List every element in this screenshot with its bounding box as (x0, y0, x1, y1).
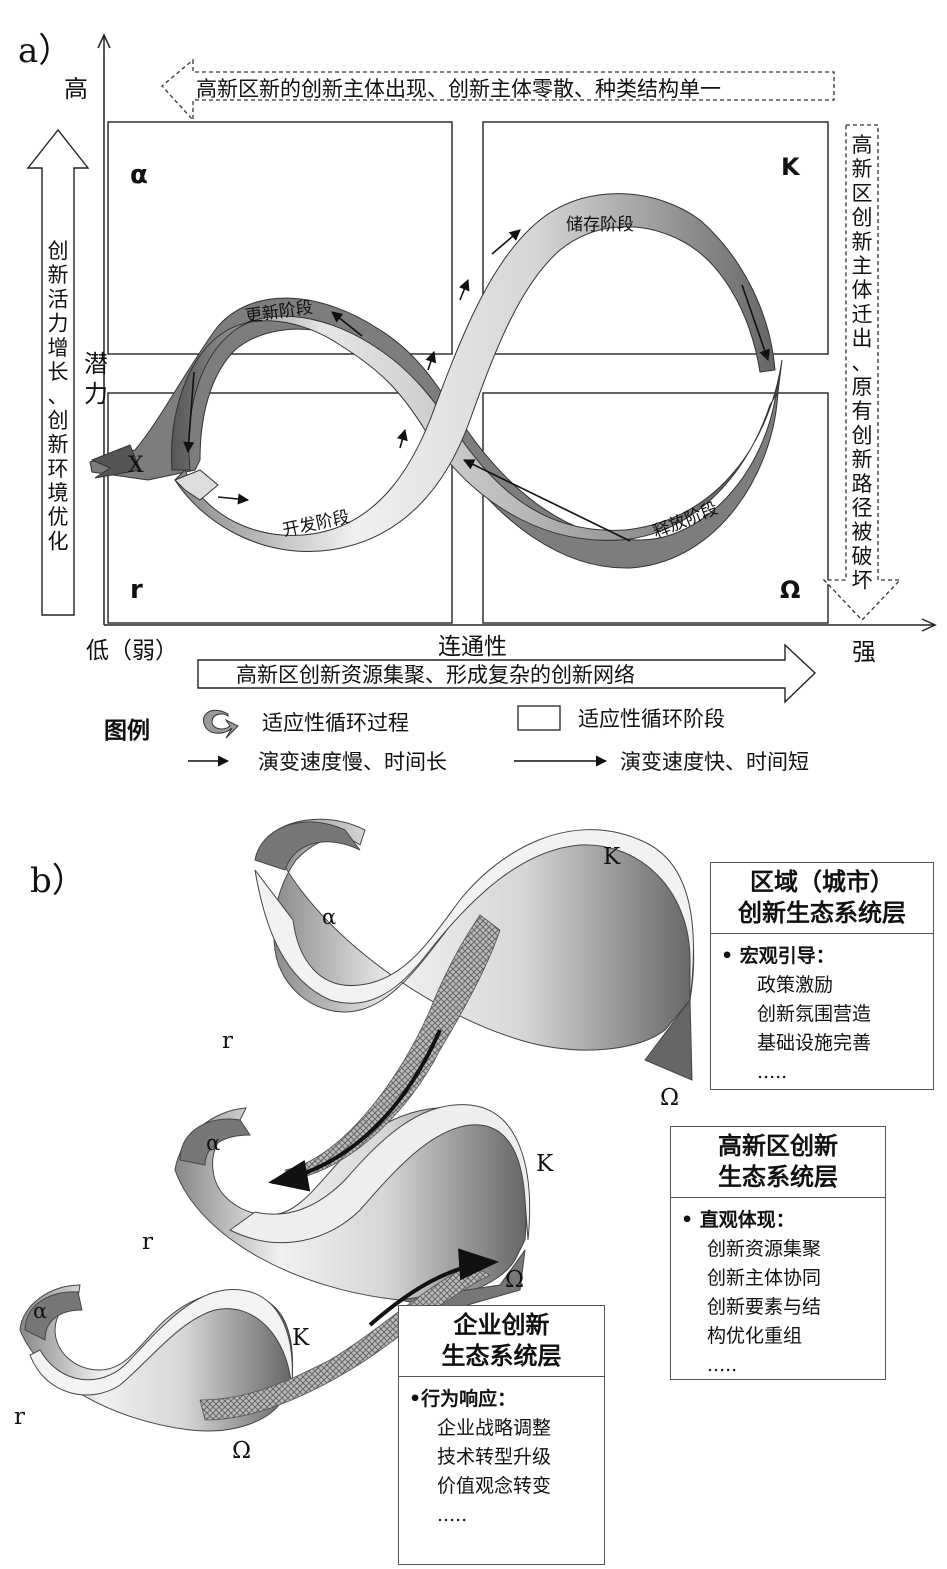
quadrant-k-label: K (781, 153, 801, 181)
loop-bottom-k: K (292, 1325, 310, 1351)
legend-slow: 演变速度慢、时间长 (258, 750, 447, 774)
left-hollow-arrow (26, 128, 90, 616)
list-item: 基础设施完善 (757, 1032, 872, 1054)
list-item: 创新氛围营造 (757, 1003, 872, 1025)
box-hightech-body: • 直观体现： 创新资源集聚 创新主体协同 创新要素与结 构优化重组 ..... (671, 1198, 885, 1388)
legend-fast: 演变速度快、时间短 (620, 750, 809, 774)
list-item: 创新主体协同 (707, 1267, 822, 1289)
phase-arrows (183, 229, 770, 542)
adaptive-cycle-ribbon (89, 193, 783, 569)
loop-top-omega: Ω (660, 1085, 679, 1111)
box-regional-lead: • 宏观引导： (721, 945, 835, 967)
loop-bottom-alpha: α (33, 1299, 47, 1323)
legend-cycle-stage: 适应性循环阶段 (578, 707, 725, 731)
box-enterprise: 企业创新 生态系统层 •行为响应： 企业战略调整 技术转型升级 价值观念转变 .… (398, 1305, 605, 1565)
x-axis-arrowhead (921, 618, 937, 632)
loop-top-r: r (222, 1028, 233, 1054)
legend-stage-box (517, 705, 561, 731)
list-item: 价值观念转变 (437, 1475, 552, 1497)
top-arrow-text: 高新区新的创新主体出现、创新主体零散、种类结构单一 (196, 77, 721, 101)
loop-top-alpha: α (322, 905, 336, 929)
box-hightech-lead: • 直观体现： (681, 1209, 795, 1231)
loop-middle (174, 1104, 531, 1311)
loop-middle-alpha: α (206, 1131, 220, 1155)
box-hightech: 高新区创新 生态系统层 • 直观体现： 创新资源集聚 创新主体协同 创新要素与结… (670, 1126, 886, 1380)
legend-cycle-icon (203, 709, 239, 739)
legend-title: 图例 (104, 718, 150, 744)
quadrant-omega-label: Ω (780, 576, 800, 604)
x-low-label: 低（弱） (86, 638, 178, 664)
panel-a-label: a） (18, 31, 72, 71)
box-enterprise-title: 企业创新 生态系统层 (399, 1306, 604, 1377)
list-item: 构优化重组 (707, 1325, 803, 1347)
y-axis-label: 潜力 (84, 350, 108, 408)
y-axis-arrowhead (97, 33, 111, 49)
list-item: 创新资源集聚 (707, 1238, 822, 1260)
phase-storage: 储存阶段 (566, 215, 634, 235)
list-item: 技术转型升级 (437, 1446, 552, 1468)
list-item: 创新要素与结 (707, 1296, 822, 1318)
legend-cycle-process: 适应性循环过程 (262, 711, 409, 735)
list-item: ..... (437, 1504, 468, 1526)
top-dashed-arrow (161, 58, 835, 122)
box-regional-title: 区域（城市） 创新生态系统层 (711, 863, 933, 934)
bottom-arrow-text: 高新区创新资源集聚、形成复杂的创新网络 (236, 663, 635, 687)
loop-middle-r: r (142, 1229, 153, 1255)
box-hightech-title: 高新区创新 生态系统层 (671, 1127, 885, 1198)
list-item: 企业战略调整 (437, 1417, 552, 1439)
exit-mark: X (128, 453, 144, 478)
right-arrow-text: 高新区创新主体迁出、原有创新路径被破坏 (852, 133, 873, 593)
box-regional: 区域（城市） 创新生态系统层 • 宏观引导： 政策激励 创新氛围营造 基础设施完… (710, 862, 934, 1090)
link-arrow-upper (268, 1029, 442, 1192)
panel-b-label: b） (30, 861, 86, 901)
box-enterprise-lead: •行为响应： (409, 1388, 517, 1410)
right-dashed-arrow (822, 124, 902, 621)
loop-middle-omega: Ω (505, 1267, 524, 1293)
box-enterprise-body: •行为响应： 企业战略调整 技术转型升级 价值观念转变 ..... (399, 1377, 604, 1538)
y-high-label: 高 (64, 75, 88, 103)
loop-bottom-omega: Ω (232, 1438, 251, 1464)
list-item: ..... (757, 1061, 788, 1083)
loop-top-k: K (603, 844, 621, 870)
loop-middle-k: K (536, 1151, 554, 1177)
mesh-connector-upper (284, 914, 501, 1181)
bottom-hollow-arrow (197, 643, 817, 704)
link-arrow-lower (368, 1248, 499, 1327)
x-high-label: 强 (852, 638, 876, 666)
loop-bottom (19, 1284, 294, 1432)
list-item: ..... (707, 1354, 738, 1376)
quadrant-r-label: r (130, 575, 143, 605)
quadrant-alpha-label: α (130, 160, 148, 190)
x-axis-label: 连通性 (438, 634, 507, 660)
loop-bottom-r: r (14, 1404, 25, 1430)
left-arrow-text: 创新活力增长、创新环境优化 (48, 239, 69, 553)
list-item: 政策激励 (757, 974, 834, 996)
box-regional-body: • 宏观引导： 政策激励 创新氛围营造 基础设施完善 ..... (711, 934, 933, 1095)
